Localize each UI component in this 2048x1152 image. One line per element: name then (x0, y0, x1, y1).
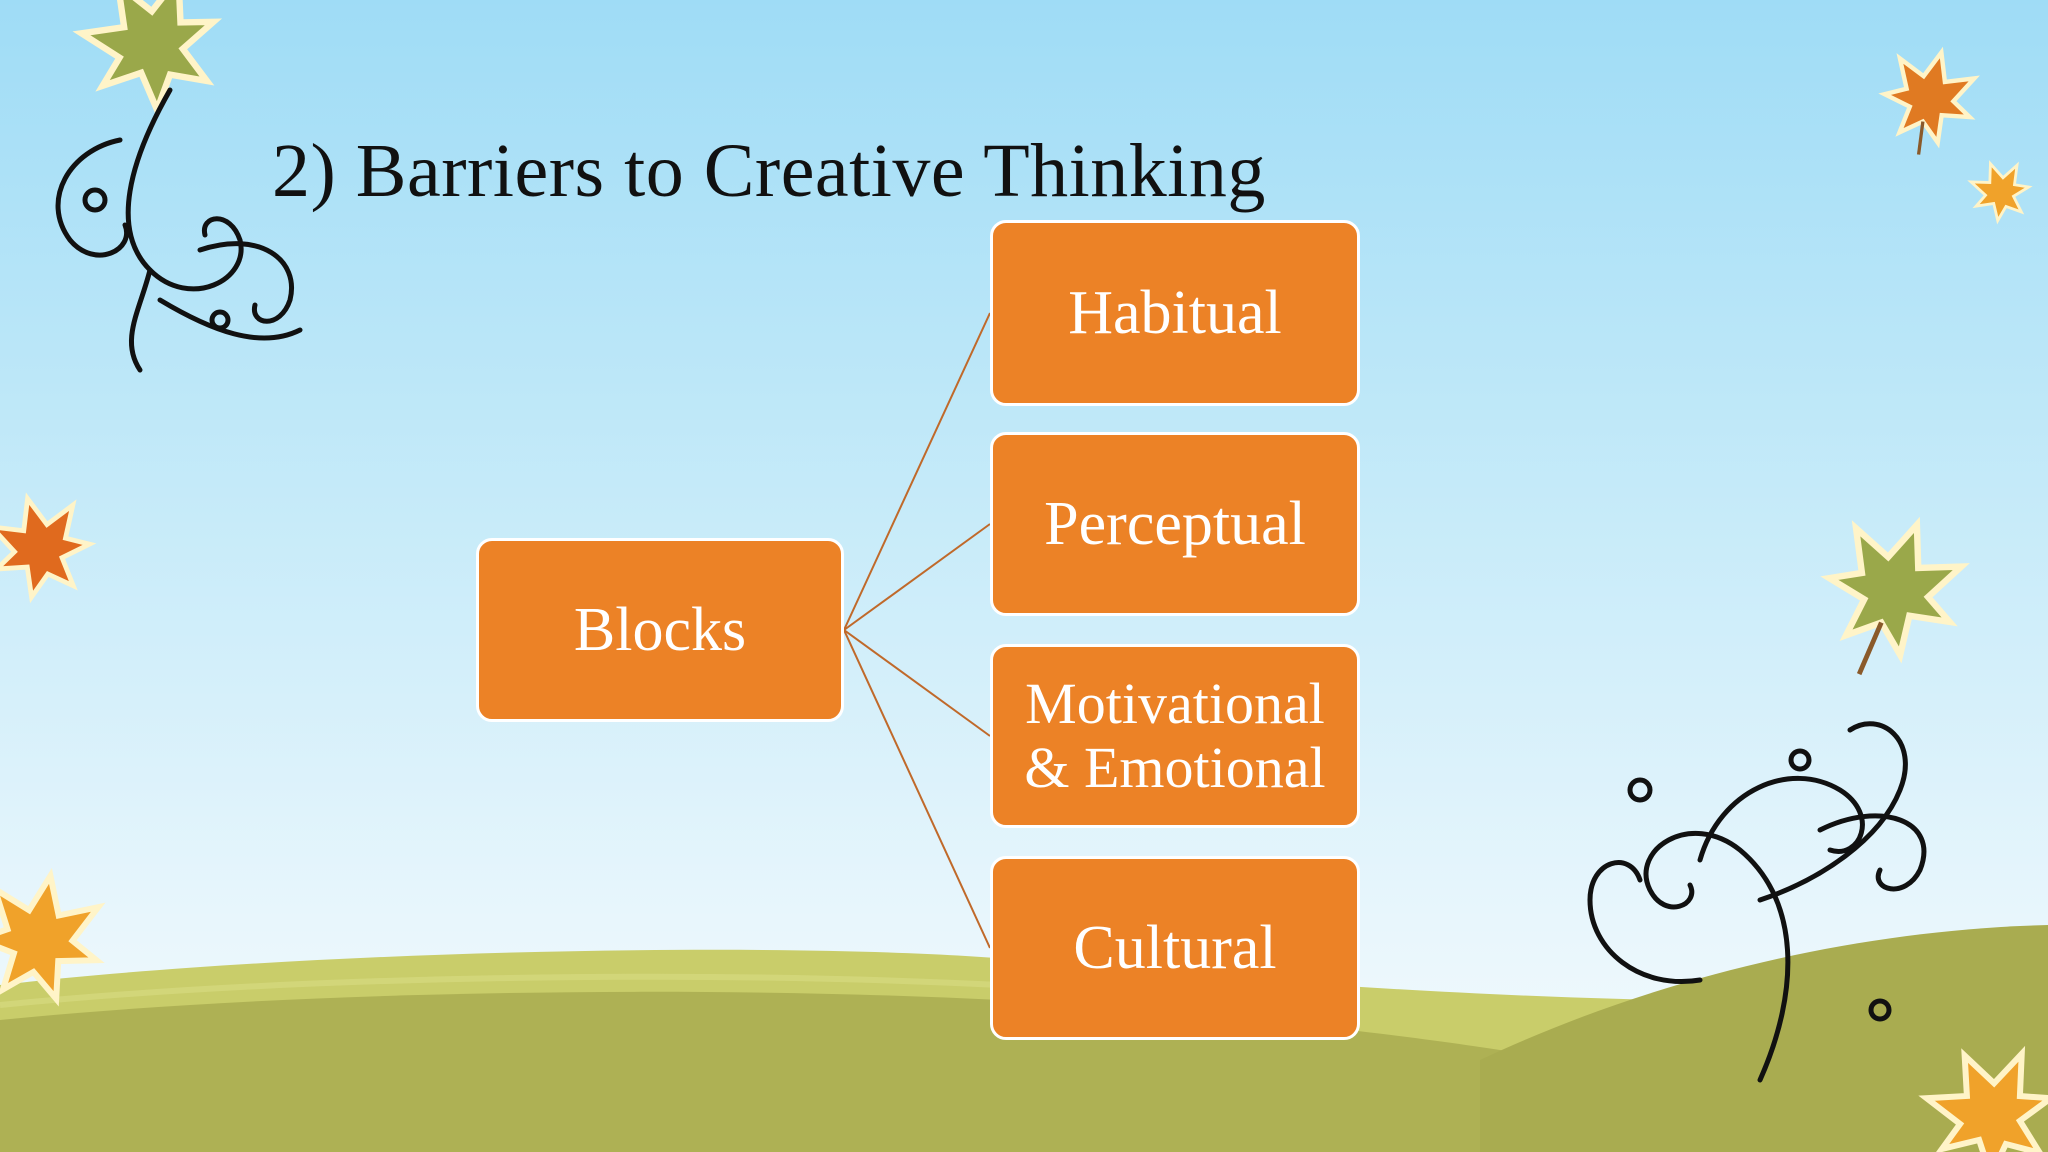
child-node-label: Cultural (1073, 913, 1277, 982)
connector-line-3 (843, 629, 991, 737)
child-node-label: Perceptual (1044, 489, 1306, 558)
root-node-blocks: Blocks (476, 538, 844, 722)
swirl-ornament (1587, 721, 1927, 1083)
maple-leaf-icon (1918, 1045, 2048, 1152)
child-node-label-line1: Motivational (1025, 671, 1325, 737)
child-node-perceptual: Perceptual (990, 432, 1360, 616)
maple-leaf-icon (1820, 516, 1970, 676)
child-node-label: Habitual (1068, 278, 1282, 347)
maple-leaf-icon (1967, 160, 2033, 225)
root-node-label: Blocks (573, 595, 747, 664)
maple-leaf-icon (1878, 46, 1980, 155)
slide-title: 2) Barriers to Creative Thinking (272, 129, 1266, 213)
child-node-cultural: Cultural (990, 856, 1360, 1040)
child-node-label-line2: & Emotional (1024, 735, 1326, 800)
connectors (843, 312, 991, 949)
connector-line-4 (843, 629, 991, 949)
connector-line-1 (843, 312, 991, 631)
maple-leaf-icon (0, 492, 97, 604)
maple-leaf-icon (72, 0, 223, 119)
child-node-motivational-emotional: Motivational & Emotional (990, 644, 1360, 828)
front-hill-right (1480, 925, 2048, 1152)
maple-leaf-icon (0, 867, 106, 1007)
swirl-ornament (55, 87, 303, 373)
connector-line-2 (843, 523, 991, 631)
hill-highlight (0, 973, 1001, 1008)
child-node-habitual: Habitual (990, 220, 1360, 406)
